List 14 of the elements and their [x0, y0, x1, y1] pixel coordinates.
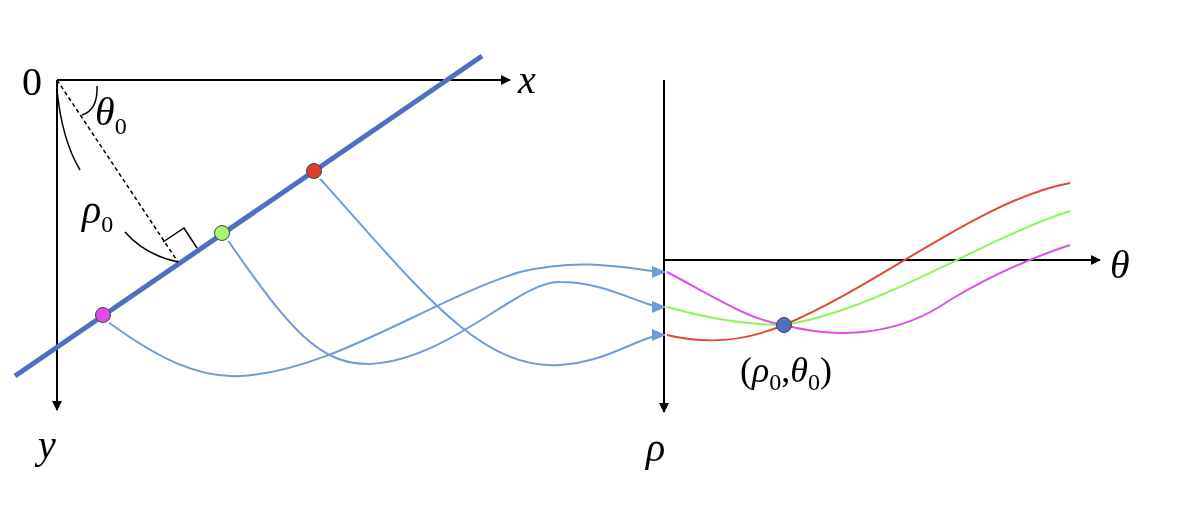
sinusoid-curve [666, 182, 1071, 342]
mapping-arrow [319, 177, 666, 366]
axis-label: θ [1110, 245, 1130, 285]
point-label: (ρ$_{0}$,θ$_{0}$) [740, 352, 832, 395]
axis-label: x [518, 60, 536, 100]
point-marker [306, 163, 322, 179]
point-marker [95, 307, 111, 323]
origin-label: 0 [22, 62, 42, 102]
angle-label: θ$_{0}$ [95, 92, 127, 138]
mapping-arrow [108, 263, 666, 378]
distance-label: ρ$_{0}$ [82, 190, 114, 236]
mapping-arrow [227, 239, 666, 365]
axis-label: ρ [646, 428, 666, 468]
point-marker [214, 225, 230, 241]
